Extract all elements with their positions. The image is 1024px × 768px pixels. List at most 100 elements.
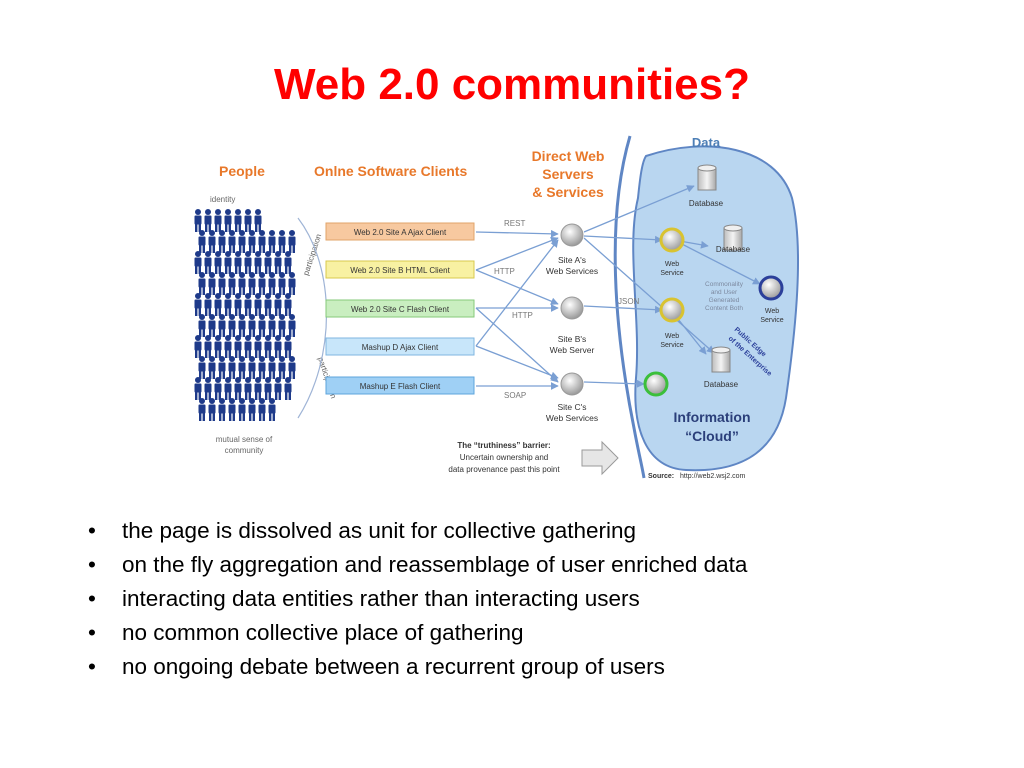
person-icon [258, 272, 266, 295]
client-label-c: Web 2.0 Site C Flash Client [351, 305, 450, 314]
client-box-c: Web 2.0 Site C Flash Client [325, 299, 475, 318]
web-service-2-line1: Web [665, 333, 679, 340]
person-icon [198, 398, 206, 421]
header-data: Data [692, 135, 721, 150]
web2-architecture-diagram: People Onlne Software Clients Direct Web… [194, 135, 799, 480]
person-icon [224, 335, 232, 358]
person-icon [214, 377, 222, 400]
person-icon [234, 251, 242, 274]
person-icon [284, 293, 292, 316]
person-icon [228, 272, 236, 295]
barrier-line1: Uncertain ownership and [460, 453, 549, 462]
web-service-1-line2: Service [660, 270, 683, 277]
server-data-arrows [583, 185, 761, 388]
source-url: http://web2.wsj2.com [680, 473, 746, 480]
person-icon [214, 209, 222, 232]
client-label-e: Mashup E Flash Client [360, 382, 441, 391]
person-icon [244, 209, 252, 232]
person-icon [204, 335, 212, 358]
bullet-item: •interacting data entities rather than i… [88, 582, 747, 616]
header-servers-line2: Servers [542, 166, 594, 182]
person-icon [254, 251, 262, 274]
protocol-rest: REST [504, 219, 525, 228]
protocol-http-1: HTTP [494, 267, 515, 276]
person-icon [268, 356, 276, 379]
client-label-b: Web 2.0 Site B HTML Client [350, 266, 450, 275]
person-icon [244, 377, 252, 400]
person-icon [274, 293, 282, 316]
person-icon [198, 314, 206, 337]
server-a-label-line1: Site A's [558, 255, 586, 265]
bullet-marker: • [88, 620, 96, 645]
database-label-1: Database [689, 199, 724, 208]
database-label-2: Database [716, 245, 751, 254]
person-icon [258, 356, 266, 379]
person-icon [198, 230, 206, 253]
bullet-text: on the fly aggregation and reassemblage … [122, 552, 748, 577]
server-c-label-line2: Web Services [546, 413, 598, 423]
person-icon [284, 251, 292, 274]
person-icon [248, 398, 256, 421]
mutual-sense-label-line2: community [225, 446, 264, 455]
person-icon [284, 335, 292, 358]
person-icon [248, 230, 256, 253]
server-c-icon [560, 372, 584, 396]
web-service-icon-1 [659, 227, 685, 253]
bullet-marker: • [88, 552, 96, 577]
server-c-label-line1: Site C's [557, 402, 586, 412]
header-people: People [219, 163, 265, 179]
person-icon [194, 209, 202, 232]
client-box-b: Web 2.0 Site B HTML Client [325, 260, 475, 279]
database-icon-1 [697, 164, 717, 191]
truthiness-barrier-line [613, 135, 646, 479]
person-icon [208, 314, 216, 337]
person-icon [254, 209, 262, 232]
person-icon [228, 230, 236, 253]
person-icon [278, 356, 286, 379]
server-a-icon [560, 223, 584, 247]
person-icon [228, 356, 236, 379]
web-service-icon-2 [659, 297, 685, 323]
person-icon [268, 398, 276, 421]
person-icon [218, 272, 226, 295]
person-icon [258, 314, 266, 337]
person-icon [234, 335, 242, 358]
person-icon [264, 293, 272, 316]
client-server-arrows [475, 229, 559, 390]
person-icon [194, 251, 202, 274]
bullet-text: no common collective place of gathering [122, 620, 524, 645]
web-service-2-line2: Service [660, 342, 683, 349]
protocol-http-2: HTTP [512, 311, 533, 320]
header-servers-line1: Direct Web [532, 148, 605, 164]
person-icon [214, 251, 222, 274]
information-cloud-line1: Information [674, 409, 751, 425]
person-icon [254, 377, 262, 400]
protocol-soap: SOAP [504, 391, 526, 400]
person-icon [224, 251, 232, 274]
person-icon [218, 398, 226, 421]
web-service-3-line1: Web [765, 308, 779, 315]
person-icon [248, 272, 256, 295]
person-icon [228, 314, 236, 337]
person-icon [208, 230, 216, 253]
barrier-arrow-icon [581, 440, 619, 476]
person-icon [274, 377, 282, 400]
person-icon [218, 230, 226, 253]
commonality-line1: Commonality [705, 281, 744, 288]
database-icon-3 [711, 346, 731, 373]
person-icon [194, 293, 202, 316]
person-icon [238, 356, 246, 379]
person-icon [224, 377, 232, 400]
information-cloud [632, 145, 799, 472]
person-icon [208, 356, 216, 379]
protocol-json: JSON [618, 297, 640, 306]
bullet-marker: • [88, 518, 96, 543]
person-icon [218, 356, 226, 379]
person-icon [284, 377, 292, 400]
commonality-line3: Generated [709, 297, 740, 304]
database-icon-2 [723, 224, 743, 251]
bullet-item: • no common collective place of gathering [88, 616, 747, 650]
person-icon [204, 377, 212, 400]
person-icon [258, 230, 266, 253]
bullet-item: • on the fly aggregation and reassemblage… [88, 548, 747, 582]
